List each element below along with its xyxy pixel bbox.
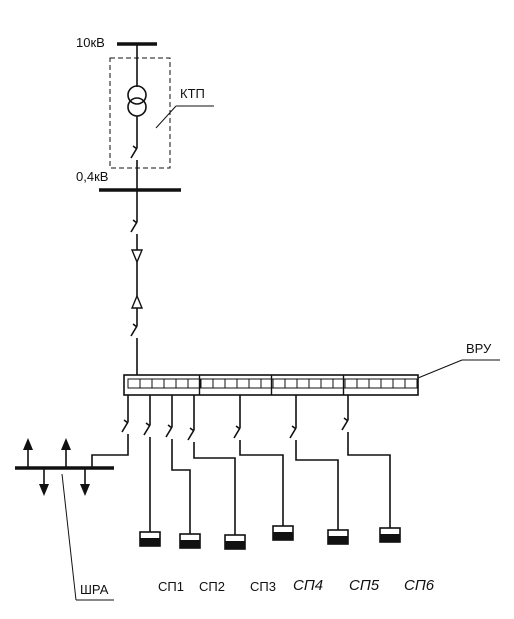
shra-label: ШРА xyxy=(80,582,109,597)
vru-cell xyxy=(163,378,177,389)
feeder-switch-icon xyxy=(233,427,241,439)
shra-arrow-up-1-icon xyxy=(23,438,33,468)
feeder-switch-icon xyxy=(165,426,173,438)
vru-cell xyxy=(151,378,165,389)
consumer-feeder-5: СП5 xyxy=(289,395,380,594)
hv-voltage-label: 10кВ xyxy=(76,35,105,50)
consumer-feeders: СП1 СП2 СП3 СП4 СП5 СП6 xyxy=(139,395,435,594)
consumer-box-icon xyxy=(379,527,401,543)
vru-cell xyxy=(224,378,238,389)
feeder-switch-icon xyxy=(187,429,195,441)
vru-label: ВРУ xyxy=(466,341,492,356)
ktp-switch-icon xyxy=(130,145,138,190)
consumer-label-4: СП4 xyxy=(293,577,323,594)
ktp-leader-line xyxy=(155,105,177,129)
feeder-switch-1-icon xyxy=(130,219,138,233)
consumer-feeder-6: СП6 xyxy=(341,395,435,594)
vru-cell xyxy=(356,378,370,389)
ktp-label: КТП xyxy=(180,86,205,101)
vru-cell xyxy=(404,378,418,389)
vru-cell xyxy=(187,378,201,389)
consumer-box-icon xyxy=(139,531,161,547)
vru-cell xyxy=(344,378,358,389)
consumer-label-5: СП5 xyxy=(349,577,380,594)
consumer-box-icon xyxy=(179,533,201,549)
vru-cell xyxy=(236,378,250,389)
shra-leader-line xyxy=(61,473,77,601)
transformer-icon xyxy=(127,85,147,117)
vru-cell xyxy=(368,378,382,389)
consumer-feeder-2: СП2 xyxy=(165,395,225,594)
vru-cell xyxy=(248,378,262,389)
consumer-box-icon xyxy=(272,525,294,541)
vru-cell xyxy=(308,378,322,389)
vru-cell xyxy=(200,378,214,389)
vru-cell xyxy=(127,378,141,389)
cable-end-bottom-icon xyxy=(130,294,144,309)
lv-voltage-label: 0,4кВ xyxy=(76,169,108,184)
consumer-box-icon xyxy=(327,529,349,545)
vru-leader-line xyxy=(417,359,463,379)
consumer-box-icon xyxy=(224,534,246,550)
consumer-feeder-3: СП3 xyxy=(187,395,276,594)
consumer-feeder-1: СП1 xyxy=(139,395,184,594)
vru-cell xyxy=(272,378,286,389)
vru-cell xyxy=(392,378,406,389)
cable-end-top-icon xyxy=(130,249,144,264)
shra-arrow-up-2-icon xyxy=(61,438,71,468)
vru-switchboard xyxy=(123,374,419,396)
feeder-switch-icon xyxy=(143,424,151,436)
vru-cell xyxy=(296,378,310,389)
consumer-feeder-4: СП4 xyxy=(233,395,323,594)
consumer-label-2: СП2 xyxy=(199,579,225,594)
feeder-switch-icon xyxy=(341,419,349,431)
shra-feeder-line xyxy=(91,434,129,468)
vru-cell xyxy=(284,378,298,389)
consumer-label-1: СП1 xyxy=(158,579,184,594)
consumer-label-6: СП6 xyxy=(404,577,435,594)
ktp-enclosure xyxy=(109,57,171,169)
vru-cell xyxy=(320,378,334,389)
shra-arrow-down-1-icon xyxy=(39,468,49,496)
shra-feeder-switch-icon xyxy=(121,419,129,433)
vru-cell xyxy=(212,378,226,389)
shra-arrow-down-2-icon xyxy=(80,468,90,496)
vru-cell xyxy=(139,378,153,389)
feeder-switch-2-icon xyxy=(130,323,138,337)
vru-cell xyxy=(175,378,189,389)
vru-cell xyxy=(380,378,394,389)
feeder-switch-icon xyxy=(289,427,297,439)
consumer-label-3: СП3 xyxy=(250,579,276,594)
